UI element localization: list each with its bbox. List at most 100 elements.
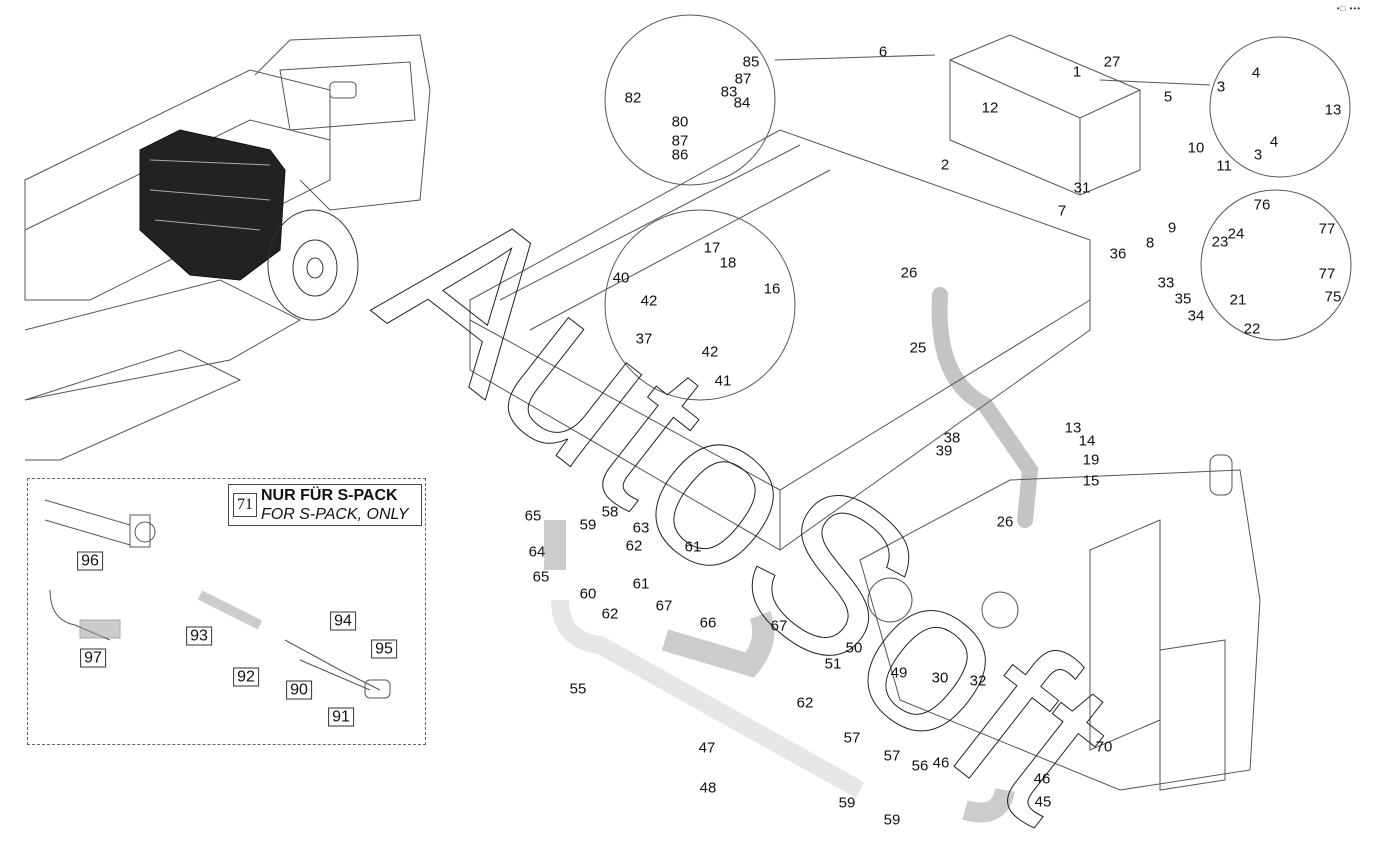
callout-17: 17 [703,239,721,257]
callout-47: 47 [698,739,716,757]
callout-8: 8 [1145,234,1155,252]
callout-66: 66 [699,614,717,632]
callout-42: 42 [701,343,719,361]
callout-33: 33 [1157,274,1175,292]
hose-66 [661,610,775,678]
callout-24: 24 [1227,225,1245,243]
callout-96: 96 [77,551,103,571]
callout-12: 12 [981,99,999,117]
callout-46: 46 [932,754,950,772]
callout-82: 82 [624,89,642,107]
machine-overview-illustration [24,34,431,461]
callout-62: 62 [601,605,619,623]
callout-86: 86 [671,146,689,164]
note-line-german: NUR FÜR S-PACK [261,487,398,504]
callout-4: 4 [1251,64,1261,82]
callout-1: 1 [1072,63,1082,81]
callout-6: 6 [878,43,888,61]
callout-87: 87 [734,70,752,88]
callout-7: 7 [1057,202,1067,220]
callout-10: 10 [1187,139,1205,157]
wheel-illustration [267,209,359,321]
callout-27: 27 [1103,53,1121,71]
callout-83: 83 [720,83,738,101]
callout-32: 32 [969,672,987,690]
callout-57: 57 [883,747,901,765]
hose-25 [931,287,1039,528]
callout-91: 91 [328,707,354,727]
callout-57: 57 [843,729,861,747]
callout-13: 13 [1064,419,1082,437]
callout-77: 77 [1318,220,1336,238]
engine-block-highlight [139,129,286,281]
callout-23: 23 [1211,233,1229,251]
callout-93: 93 [186,626,212,646]
callout-85: 85 [742,53,760,71]
callout-70: 70 [1095,738,1113,756]
callout-90: 90 [286,680,312,700]
callout-62: 62 [796,694,814,712]
callout-11: 11 [1216,157,1232,175]
callout-63: 63 [632,519,650,537]
callout-55: 55 [569,680,587,698]
s-pack-inset [27,478,426,745]
detail-circle-pipes [1209,36,1351,178]
callout-4: 4 [1269,133,1279,151]
callout-76: 76 [1253,196,1271,214]
callout-58: 58 [601,503,619,521]
callout-61: 61 [632,575,650,593]
callout-39: 39 [935,442,953,460]
tank-body [949,34,1141,196]
callout-48: 48 [699,779,717,797]
callout-42: 42 [640,292,658,310]
callout-3: 3 [1216,78,1226,96]
callout-15: 15 [1082,472,1100,490]
callout-59: 59 [883,811,901,829]
callout-19: 19 [1082,451,1100,469]
callout-49: 49 [890,664,908,682]
callout-87: 87 [671,132,689,150]
detail-circle-linkage [604,14,776,186]
callout-84: 84 [733,94,751,112]
detail-circle-bracket [1200,189,1352,341]
s-pack-note: 71 NUR FÜR S-PACK FOR S-PACK, ONLY [228,484,422,526]
callout-40: 40 [612,269,630,287]
corner-indicator: •□ ••• [1336,4,1361,13]
callout-25: 25 [909,339,927,357]
callout-67: 67 [655,597,673,615]
callout-35: 35 [1174,290,1192,308]
callout-56: 56 [911,757,929,775]
hose-45 [962,787,1015,823]
callout-31: 31 [1073,179,1091,197]
pipe-47 [551,599,865,798]
callout-64: 64 [528,543,546,561]
callout-30: 30 [931,669,949,687]
callout-9: 9 [1167,219,1177,237]
note-line-english: FOR S-PACK, ONLY [261,506,409,523]
callout-80: 80 [671,113,689,131]
callout-38: 38 [943,429,961,447]
callout-5: 5 [1163,88,1173,106]
callout-46: 46 [1033,770,1051,788]
callout-65: 65 [524,507,542,525]
callout-26: 26 [900,264,918,282]
detail-circle-mount [604,209,796,401]
callout-67: 67 [770,617,788,635]
callout-92: 92 [233,667,259,687]
callout-26: 26 [996,513,1014,531]
callout-16: 16 [763,280,781,298]
callout-13: 13 [1324,101,1342,119]
callout-34: 34 [1187,307,1205,325]
callout-62: 62 [625,537,643,555]
callout-59: 59 [579,516,597,534]
callout-60: 60 [579,585,597,603]
callout-97: 97 [80,648,106,668]
callout-50: 50 [845,639,863,657]
callout-95: 95 [371,639,397,659]
callout-59: 59 [838,794,856,812]
callout-77: 77 [1318,265,1336,283]
callout-61: 61 [684,538,702,556]
callout-45: 45 [1034,793,1052,811]
